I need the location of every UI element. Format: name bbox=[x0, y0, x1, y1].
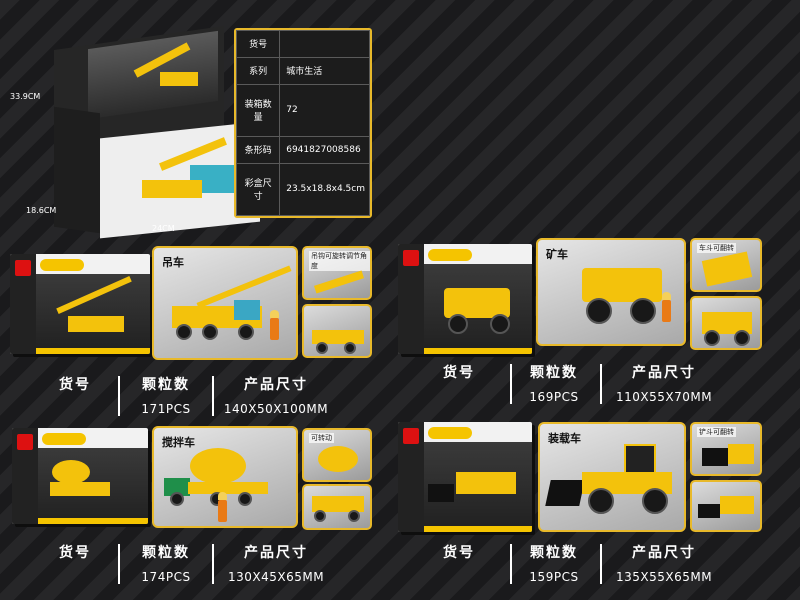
dim-depth: 18.6CM bbox=[26, 206, 57, 215]
product-photo-mining-truck: 矿车 bbox=[536, 238, 686, 346]
size-label: 产品尺寸 bbox=[244, 377, 308, 393]
spec-value: 城市生活 bbox=[279, 56, 370, 85]
item-no-label: 货号 bbox=[59, 545, 91, 561]
size-label: 产品尺寸 bbox=[632, 365, 696, 381]
detail-thumb-mining-2 bbox=[690, 296, 762, 350]
divider bbox=[118, 544, 120, 584]
brand-badge bbox=[40, 259, 84, 271]
display-box bbox=[40, 20, 260, 239]
divider bbox=[600, 544, 602, 584]
spec-label: 货号 bbox=[235, 30, 281, 58]
brand-badge bbox=[428, 249, 472, 261]
product-box-loader bbox=[398, 422, 532, 532]
detail-thumb-loader-1: 铲斗可翻转 bbox=[690, 422, 762, 476]
item-no-label: 货号 bbox=[443, 365, 475, 381]
divider bbox=[212, 376, 214, 416]
divider bbox=[212, 544, 214, 584]
product-photo-loader: 装载车 bbox=[538, 422, 686, 532]
size-value: 135X55X65MM bbox=[615, 570, 713, 584]
detail-label: 可转动 bbox=[309, 433, 334, 443]
detail-thumb-mining-1: 车斗可翻转 bbox=[690, 238, 762, 292]
detail-thumb-mixer-2 bbox=[302, 484, 372, 530]
detail-thumb-loader-2 bbox=[690, 480, 762, 532]
product-photo-crane: 吊车 bbox=[152, 246, 298, 360]
size-value: 140X50X100MM bbox=[223, 402, 329, 416]
pieces-label: 颗粒数 bbox=[530, 545, 578, 561]
divider bbox=[600, 364, 602, 404]
brand-badge bbox=[42, 433, 86, 445]
item-no-label: 货号 bbox=[59, 377, 91, 393]
product-name: 矿车 bbox=[546, 248, 568, 261]
product-name: 吊车 bbox=[162, 256, 184, 269]
info-row-loader: 货号 颗粒数 159PCS 产品尺寸 135X55X65MM bbox=[424, 538, 744, 594]
brand-logo bbox=[17, 434, 33, 450]
divider bbox=[118, 376, 120, 416]
item-no-label: 货号 bbox=[443, 545, 475, 561]
spec-value bbox=[279, 30, 370, 58]
dim-height: 33.9CM bbox=[10, 92, 41, 101]
brand-badge bbox=[428, 427, 472, 439]
product-name: 装载车 bbox=[548, 432, 581, 445]
pieces-value: 169PCS bbox=[529, 390, 579, 404]
spec-label: 条形码 bbox=[235, 135, 281, 164]
spec-label: 装箱数量 bbox=[235, 83, 281, 137]
product-photo-mixer-truck: 搅拌车 bbox=[152, 426, 298, 528]
pieces-label: 颗粒数 bbox=[530, 365, 578, 381]
info-row-mixer-truck: 货号 颗粒数 174PCS 产品尺寸 130X45X65MM bbox=[40, 538, 360, 594]
brand-logo bbox=[403, 428, 419, 444]
pieces-value: 171PCS bbox=[141, 402, 191, 416]
pieces-label: 颗粒数 bbox=[142, 377, 190, 393]
spec-label: 系列 bbox=[235, 56, 281, 85]
product-name: 搅拌车 bbox=[162, 436, 195, 449]
detail-label: 吊钩可旋转调节角度 bbox=[309, 251, 370, 271]
size-label: 产品尺寸 bbox=[632, 545, 696, 561]
spec-value: 6941827008586 bbox=[279, 135, 370, 164]
spec-label: 彩盒尺寸 bbox=[235, 162, 281, 217]
spec-value: 72 bbox=[279, 83, 370, 137]
detail-label: 车斗可翻转 bbox=[697, 243, 736, 253]
product-box-mixer-truck bbox=[12, 428, 148, 524]
detail-thumb-crane-2 bbox=[302, 304, 372, 358]
spec-row: 系列城市生活 bbox=[235, 56, 370, 85]
size-value: 130X45X65MM bbox=[227, 570, 325, 584]
info-row-crane: 货号 颗粒数 171PCS 产品尺寸 140X50X100MM bbox=[40, 370, 360, 426]
pieces-value: 174PCS bbox=[141, 570, 191, 584]
pieces-value: 159PCS bbox=[529, 570, 579, 584]
dim-width: 24CM bbox=[152, 224, 175, 233]
brand-logo bbox=[403, 250, 419, 266]
divider bbox=[510, 364, 512, 404]
product-box-crane bbox=[10, 254, 150, 354]
size-value: 110X55X70MM bbox=[615, 390, 713, 404]
spec-value: 23.5x18.8x4.5cm bbox=[279, 162, 370, 217]
spec-row: 货号 bbox=[235, 30, 370, 58]
info-row-mining-truck: 货号 颗粒数 169PCS 产品尺寸 110X55X70MM bbox=[424, 358, 744, 414]
pieces-label: 颗粒数 bbox=[142, 545, 190, 561]
brand-logo bbox=[15, 260, 31, 276]
detail-label: 铲斗可翻转 bbox=[697, 427, 736, 437]
detail-thumb-mixer-1: 可转动 bbox=[302, 428, 372, 482]
product-box-mining-truck bbox=[398, 244, 532, 354]
detail-thumb-crane-1: 吊钩可旋转调节角度 bbox=[302, 246, 372, 300]
size-label: 产品尺寸 bbox=[244, 545, 308, 561]
divider bbox=[510, 544, 512, 584]
